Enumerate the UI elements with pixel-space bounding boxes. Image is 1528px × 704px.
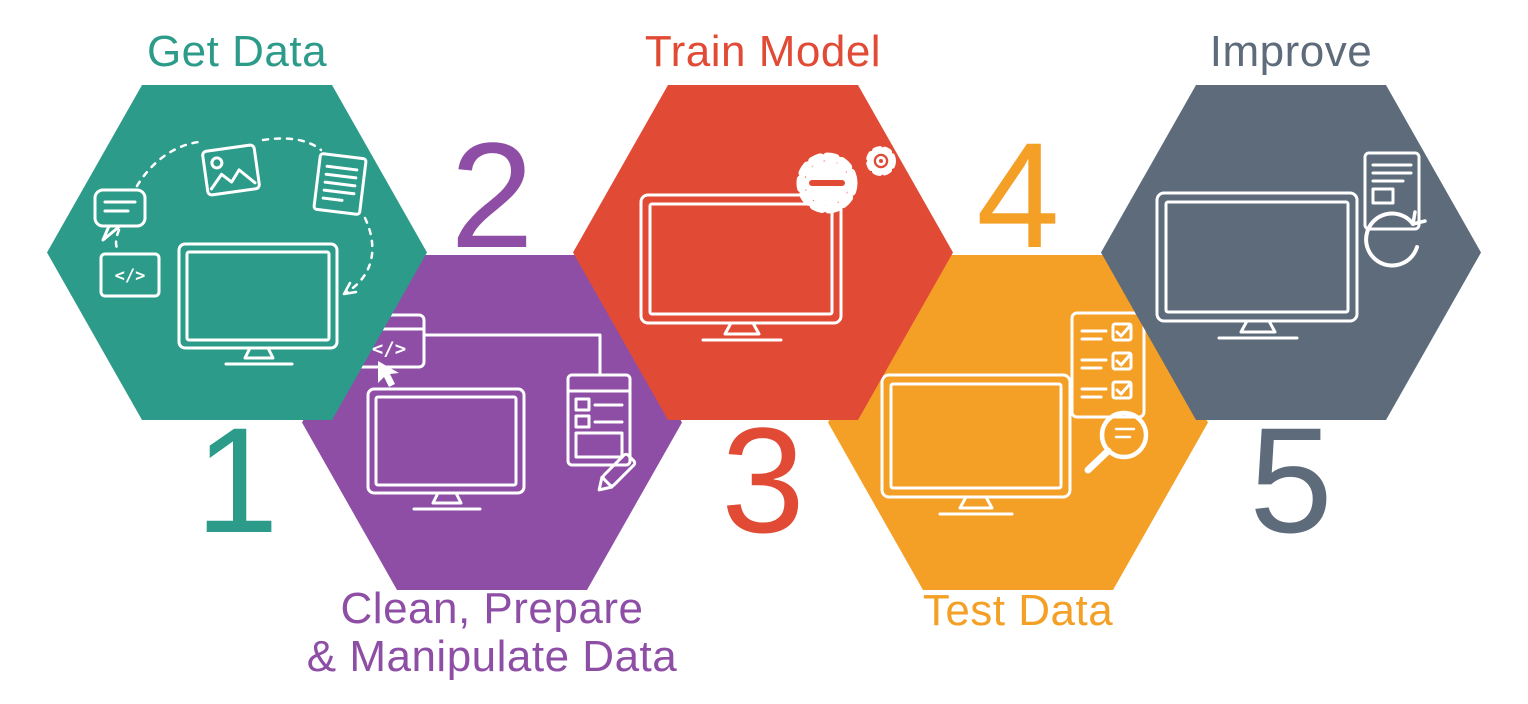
monitor-icon (639, 193, 843, 342)
step-label-test-data: Test Data (922, 586, 1114, 635)
hexagon-improve (1101, 85, 1481, 420)
monitor-icon (177, 242, 339, 365)
pencil-icon (597, 452, 637, 492)
step-label-line-2: & Manipulate Data (306, 632, 678, 681)
monitor-icon (1155, 191, 1359, 340)
magnifier-icon (1084, 410, 1149, 474)
step-number-3: 3 (721, 396, 805, 564)
monitor-refresh-icon (1155, 151, 1427, 340)
monitor-icon (366, 387, 526, 511)
step-number-5: 5 (1249, 396, 1333, 564)
speech-bubble-icon (93, 188, 147, 241)
cursor-icon (378, 361, 399, 387)
dashed-flow-arrows-icon (114, 136, 374, 293)
code-glyph: </> (372, 338, 406, 360)
step-number-1: 1 (195, 396, 279, 564)
document-icon (312, 151, 368, 216)
report-document-icon (1363, 151, 1421, 231)
step-number-4: 4 (976, 111, 1060, 279)
code-snippet-icon: </> (99, 252, 161, 297)
step-label-clean-prepare: Clean, Prepare & Manipulate Data (242, 585, 742, 681)
monitor-icon (880, 373, 1072, 516)
refresh-icon (1364, 210, 1427, 268)
small-gear-icon (866, 146, 896, 176)
image-icon (201, 143, 261, 196)
code-glyph: </> (115, 266, 146, 286)
form-document-icon (566, 373, 632, 467)
step-label-get-data: Get Data (146, 27, 328, 76)
data-sources-monitor-icon: </> (93, 136, 374, 365)
checklist-icon (1070, 311, 1146, 419)
connector-line (422, 333, 602, 377)
gear-icon (796, 152, 858, 214)
hexagon-get-data: </> (47, 85, 427, 420)
step-label-line-1: Clean, Prepare (340, 584, 644, 633)
step-label-improve: Improve (1209, 27, 1373, 76)
arrowhead-icon (342, 281, 358, 295)
step-label-train-model: Train Model (644, 27, 882, 76)
monitor-gears-icon (639, 146, 896, 342)
monitor-checklist-magnifier-icon (880, 311, 1149, 516)
step-number-2: 2 (450, 111, 534, 279)
